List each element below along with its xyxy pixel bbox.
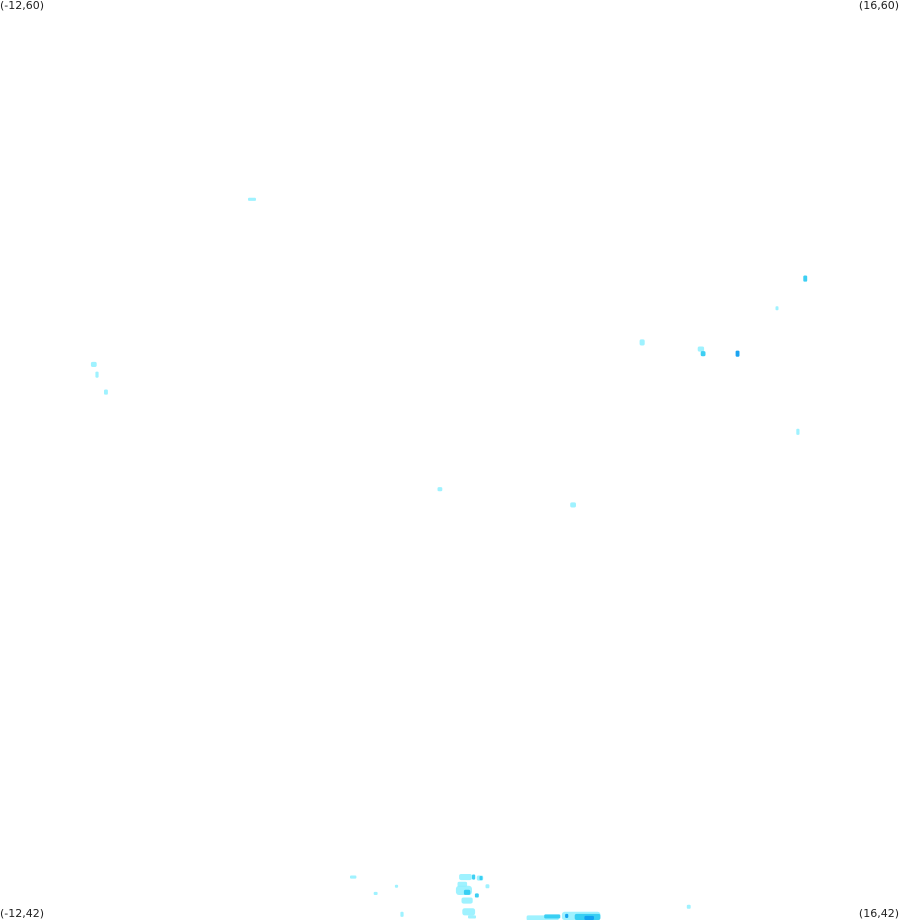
- precip-cell-medium: [803, 275, 808, 282]
- precip-cell-light: [697, 346, 705, 352]
- precip-cell-light: [461, 897, 473, 904]
- precip-cell-medium: [474, 893, 479, 898]
- precip-cell-light: [104, 389, 108, 395]
- precip-cell-light: [400, 911, 404, 917]
- precip-cell-light: [686, 904, 691, 909]
- precip-cell-medium: [463, 889, 471, 895]
- precip-cell-light: [775, 306, 779, 311]
- precip-cell-medium: [479, 876, 483, 881]
- precip-cell-strong: [565, 913, 569, 918]
- precip-cell-light: [457, 881, 468, 887]
- precip-cell-medium: [472, 874, 476, 880]
- precip-cell-light: [459, 874, 472, 881]
- precip-cell-light: [350, 875, 357, 879]
- corner-label-top-right: (16,60): [858, 0, 899, 12]
- precip-cell-light: [95, 371, 99, 378]
- corner-label-bottom-left: (-12,42): [0, 907, 45, 920]
- precip-cell-light: [437, 487, 443, 492]
- precip-cell-light: [394, 884, 399, 888]
- precip-cell-light: [570, 502, 576, 508]
- precip-cell-light: [248, 197, 256, 201]
- precip-cell-light: [485, 884, 490, 889]
- precip-cell-light: [796, 428, 800, 435]
- precip-cell-light: [90, 361, 97, 367]
- precip-cell-light: [468, 915, 476, 919]
- precip-cell-medium: [544, 914, 561, 919]
- corner-label-bottom-right: (16,42): [858, 907, 899, 920]
- corner-label-top-left: (-12,60): [0, 0, 45, 12]
- precip-cell-light: [462, 908, 476, 916]
- precip-cell-light: [373, 891, 378, 895]
- precip-cell-medium: [700, 351, 706, 357]
- precip-cell-strong: [584, 915, 594, 920]
- precip-cell-light: [639, 339, 645, 346]
- precip-cell-strong: [735, 350, 740, 357]
